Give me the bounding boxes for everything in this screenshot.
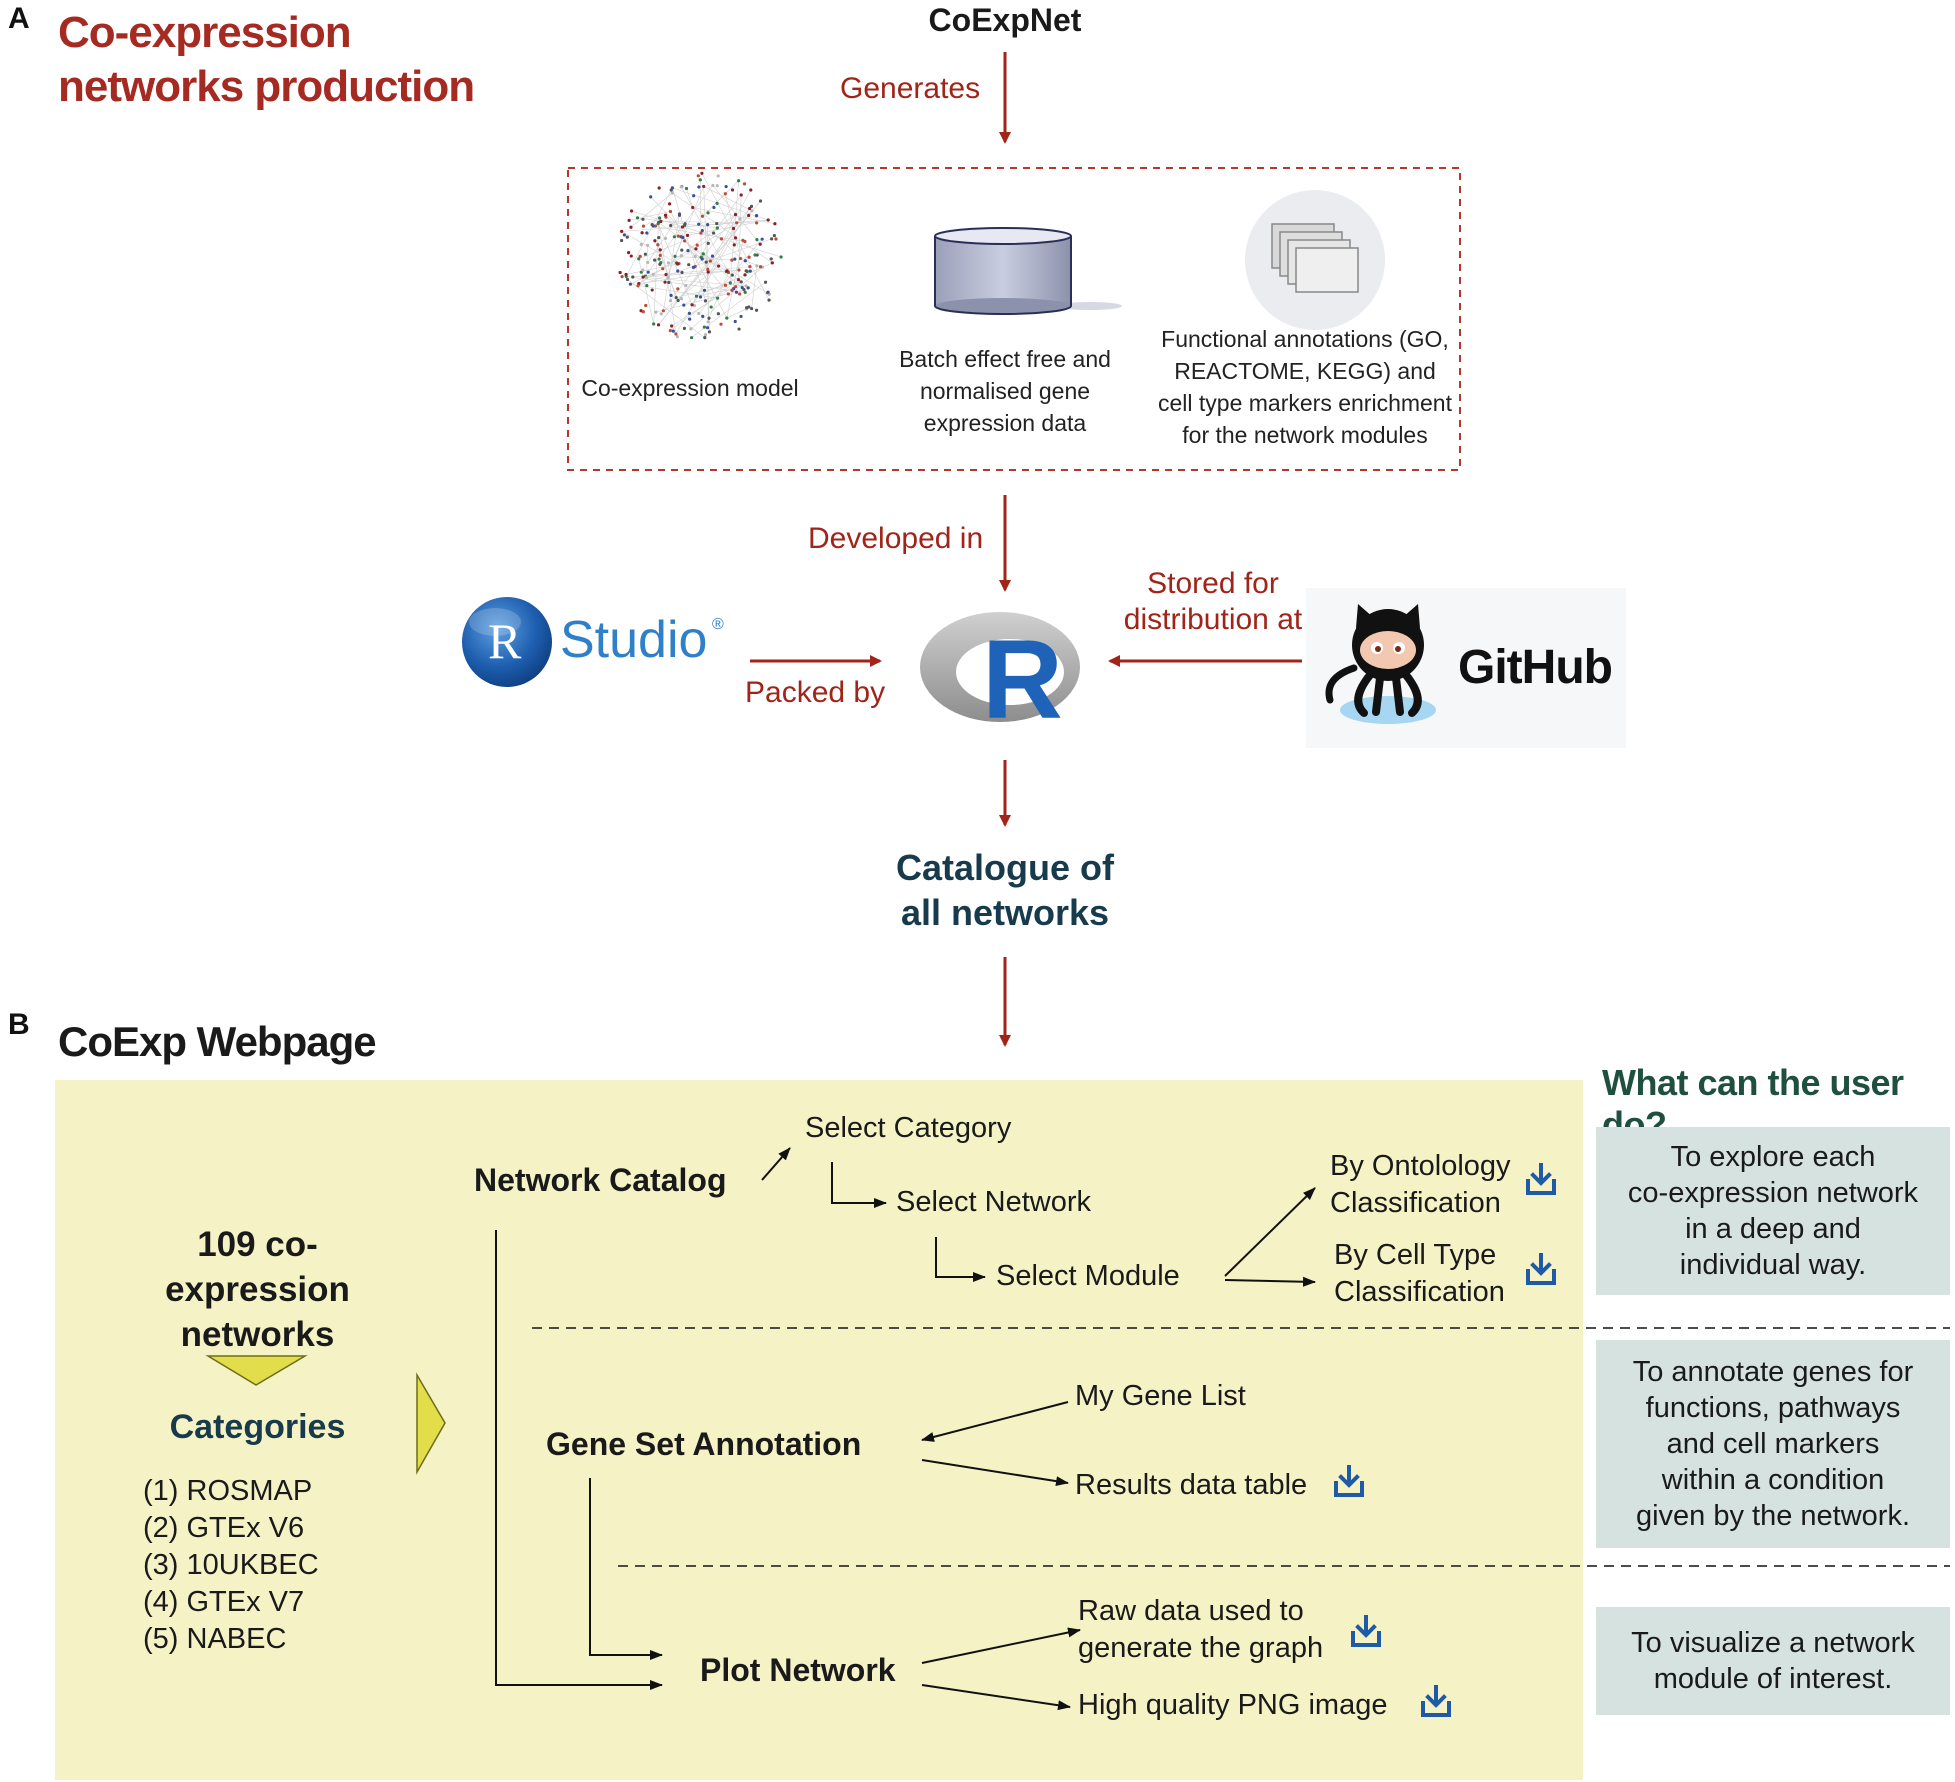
visualize-line: module of interest. [1653, 1663, 1893, 1695]
category-item[interactable]: (3) 10UKBEC [143, 1549, 319, 1581]
category-item[interactable]: (5) NABEC [143, 1623, 287, 1655]
my-gene-list[interactable]: My Gene List [1075, 1380, 1246, 1412]
raw-data-line-2: generate the graph [1078, 1632, 1324, 1664]
annotate-line: given by the network. [1635, 1500, 1911, 1532]
func-line-4: for the network modules [1182, 422, 1428, 448]
rstudio-registered: ® [712, 616, 724, 633]
stored-line-2: distribution at [1123, 603, 1303, 636]
octocat-icon [1306, 588, 1626, 748]
explore-line: individual way. [1679, 1249, 1867, 1281]
database-cylinder-icon [934, 227, 1122, 315]
select-category[interactable]: Select Category [805, 1112, 1012, 1144]
github-text: GitHub [1458, 641, 1613, 694]
by-ontology-option[interactable]: By Ontolology Classification [1330, 1148, 1511, 1222]
download-icons [1334, 1163, 1556, 1717]
stacked-windows-icon [1245, 190, 1385, 330]
raw-data-line-1: Raw data used to [1078, 1595, 1304, 1627]
func-line-1: Functional annotations (GO, [1161, 326, 1449, 352]
catalogue-line-2: all networks [900, 892, 1110, 933]
rstudio-logo-icon [462, 597, 552, 687]
rstudio-r-letter: R [488, 613, 522, 669]
ontology-line-1: By Ontolology [1330, 1150, 1511, 1182]
explore-line: To explore each [1670, 1141, 1876, 1173]
raw-data-option[interactable]: Raw data used to generate the graph [1078, 1593, 1323, 1667]
panel-b-letter: B [8, 1008, 30, 1041]
select-module[interactable]: Select Module [996, 1260, 1180, 1292]
packed-by-label: Packed by [745, 676, 886, 709]
panel-a-letter: A [8, 2, 30, 35]
download-icon[interactable] [1351, 1615, 1381, 1647]
down-triangle-icon [205, 1355, 308, 1386]
networks-line-1: 109 co-expression [165, 1225, 350, 1309]
categories-title: Categories [169, 1408, 346, 1446]
co-expression-model-label: Co-expression model [581, 375, 799, 401]
panel-b-title: CoExp Webpage [58, 1018, 377, 1065]
annotate-line: To annotate genes for [1632, 1356, 1914, 1388]
explore-line: co-expression network [1627, 1177, 1919, 1209]
func-line-3: cell type markers enrichment [1158, 390, 1452, 416]
batch-line-1: Batch effect free and [899, 346, 1111, 372]
rstudio-text: Studio [560, 611, 708, 669]
functional-annotations-label: Functional annotations (GO, REACTOME, KE… [1150, 323, 1460, 451]
developed-in-label: Developed in [808, 522, 984, 555]
category-item[interactable]: (4) GTEx V7 [143, 1586, 305, 1618]
batch-line-2: normalised gene [919, 378, 1091, 404]
results-data-table[interactable]: Results data table [1075, 1469, 1308, 1501]
download-icon[interactable] [1526, 1253, 1556, 1285]
network-graph-icon [618, 171, 783, 340]
webpage-panel [55, 1080, 1583, 1780]
download-icon[interactable] [1334, 1465, 1364, 1497]
explore-line: in a deep and [1685, 1213, 1861, 1245]
category-item[interactable]: (1) ROSMAP [143, 1475, 313, 1507]
user-box-explore: To explore each co-expression network in… [1596, 1127, 1950, 1295]
download-icon[interactable] [1526, 1163, 1556, 1195]
stored-line-1: Stored for [1147, 567, 1279, 600]
components-box [567, 167, 1461, 471]
batch-line-3: expression data [923, 410, 1087, 436]
celltype-line-1: By Cell Type [1334, 1239, 1497, 1271]
user-question-title: What can the user do? [1602, 1062, 1904, 1145]
generates-label: Generates [840, 72, 981, 105]
panel-a-title-line2: networks production [58, 62, 475, 111]
coexpnet-node: CoExpNet [928, 2, 1082, 38]
download-icon[interactable] [1421, 1685, 1451, 1717]
visualize-line: To visualize a network [1631, 1627, 1915, 1659]
panel-a-title-line1: Co-expression [58, 8, 352, 57]
annotate-line: and cell markers [1666, 1428, 1880, 1460]
by-celltype-option[interactable]: By Cell Type Classification [1334, 1237, 1505, 1311]
flow-connectors [495, 1147, 1316, 1711]
categories-list: (1) ROSMAP (2) GTEx V6 (3) 10UKBEC (4) G… [143, 1473, 319, 1658]
r-logo-letter: R [982, 617, 1063, 742]
user-box-annotate: To annotate genes for functions, pathway… [1596, 1340, 1950, 1548]
celltype-line-2: Classification [1334, 1276, 1505, 1308]
stored-label: Stored for distribution at [1118, 566, 1308, 638]
func-line-2: REACTOME, KEGG) and [1174, 358, 1436, 384]
annotate-line: within a condition [1661, 1464, 1885, 1496]
network-catalog-node[interactable]: Network Catalog [474, 1162, 727, 1198]
r-logo-icon [920, 612, 1080, 722]
networks-count: 109 co-expression networks [105, 1222, 410, 1357]
catalogue-node: Catalogue of all networks [855, 845, 1155, 935]
png-image-option[interactable]: High quality PNG image [1078, 1689, 1388, 1721]
category-item[interactable]: (2) GTEx V6 [143, 1512, 305, 1544]
networks-line-2: networks [180, 1315, 335, 1354]
ontology-line-2: Classification [1330, 1187, 1501, 1219]
catalogue-line-1: Catalogue of [895, 847, 1114, 888]
gene-set-annotation-node[interactable]: Gene Set Annotation [546, 1426, 862, 1462]
plot-network-node[interactable]: Plot Network [700, 1652, 896, 1688]
annotate-line: functions, pathways [1645, 1392, 1901, 1424]
right-triangle-icon [416, 1372, 446, 1475]
select-network[interactable]: Select Network [896, 1186, 1092, 1218]
user-box-visualize: To visualize a network module of interes… [1596, 1607, 1950, 1715]
batch-effect-label: Batch effect free and normalised gene ex… [880, 343, 1130, 439]
